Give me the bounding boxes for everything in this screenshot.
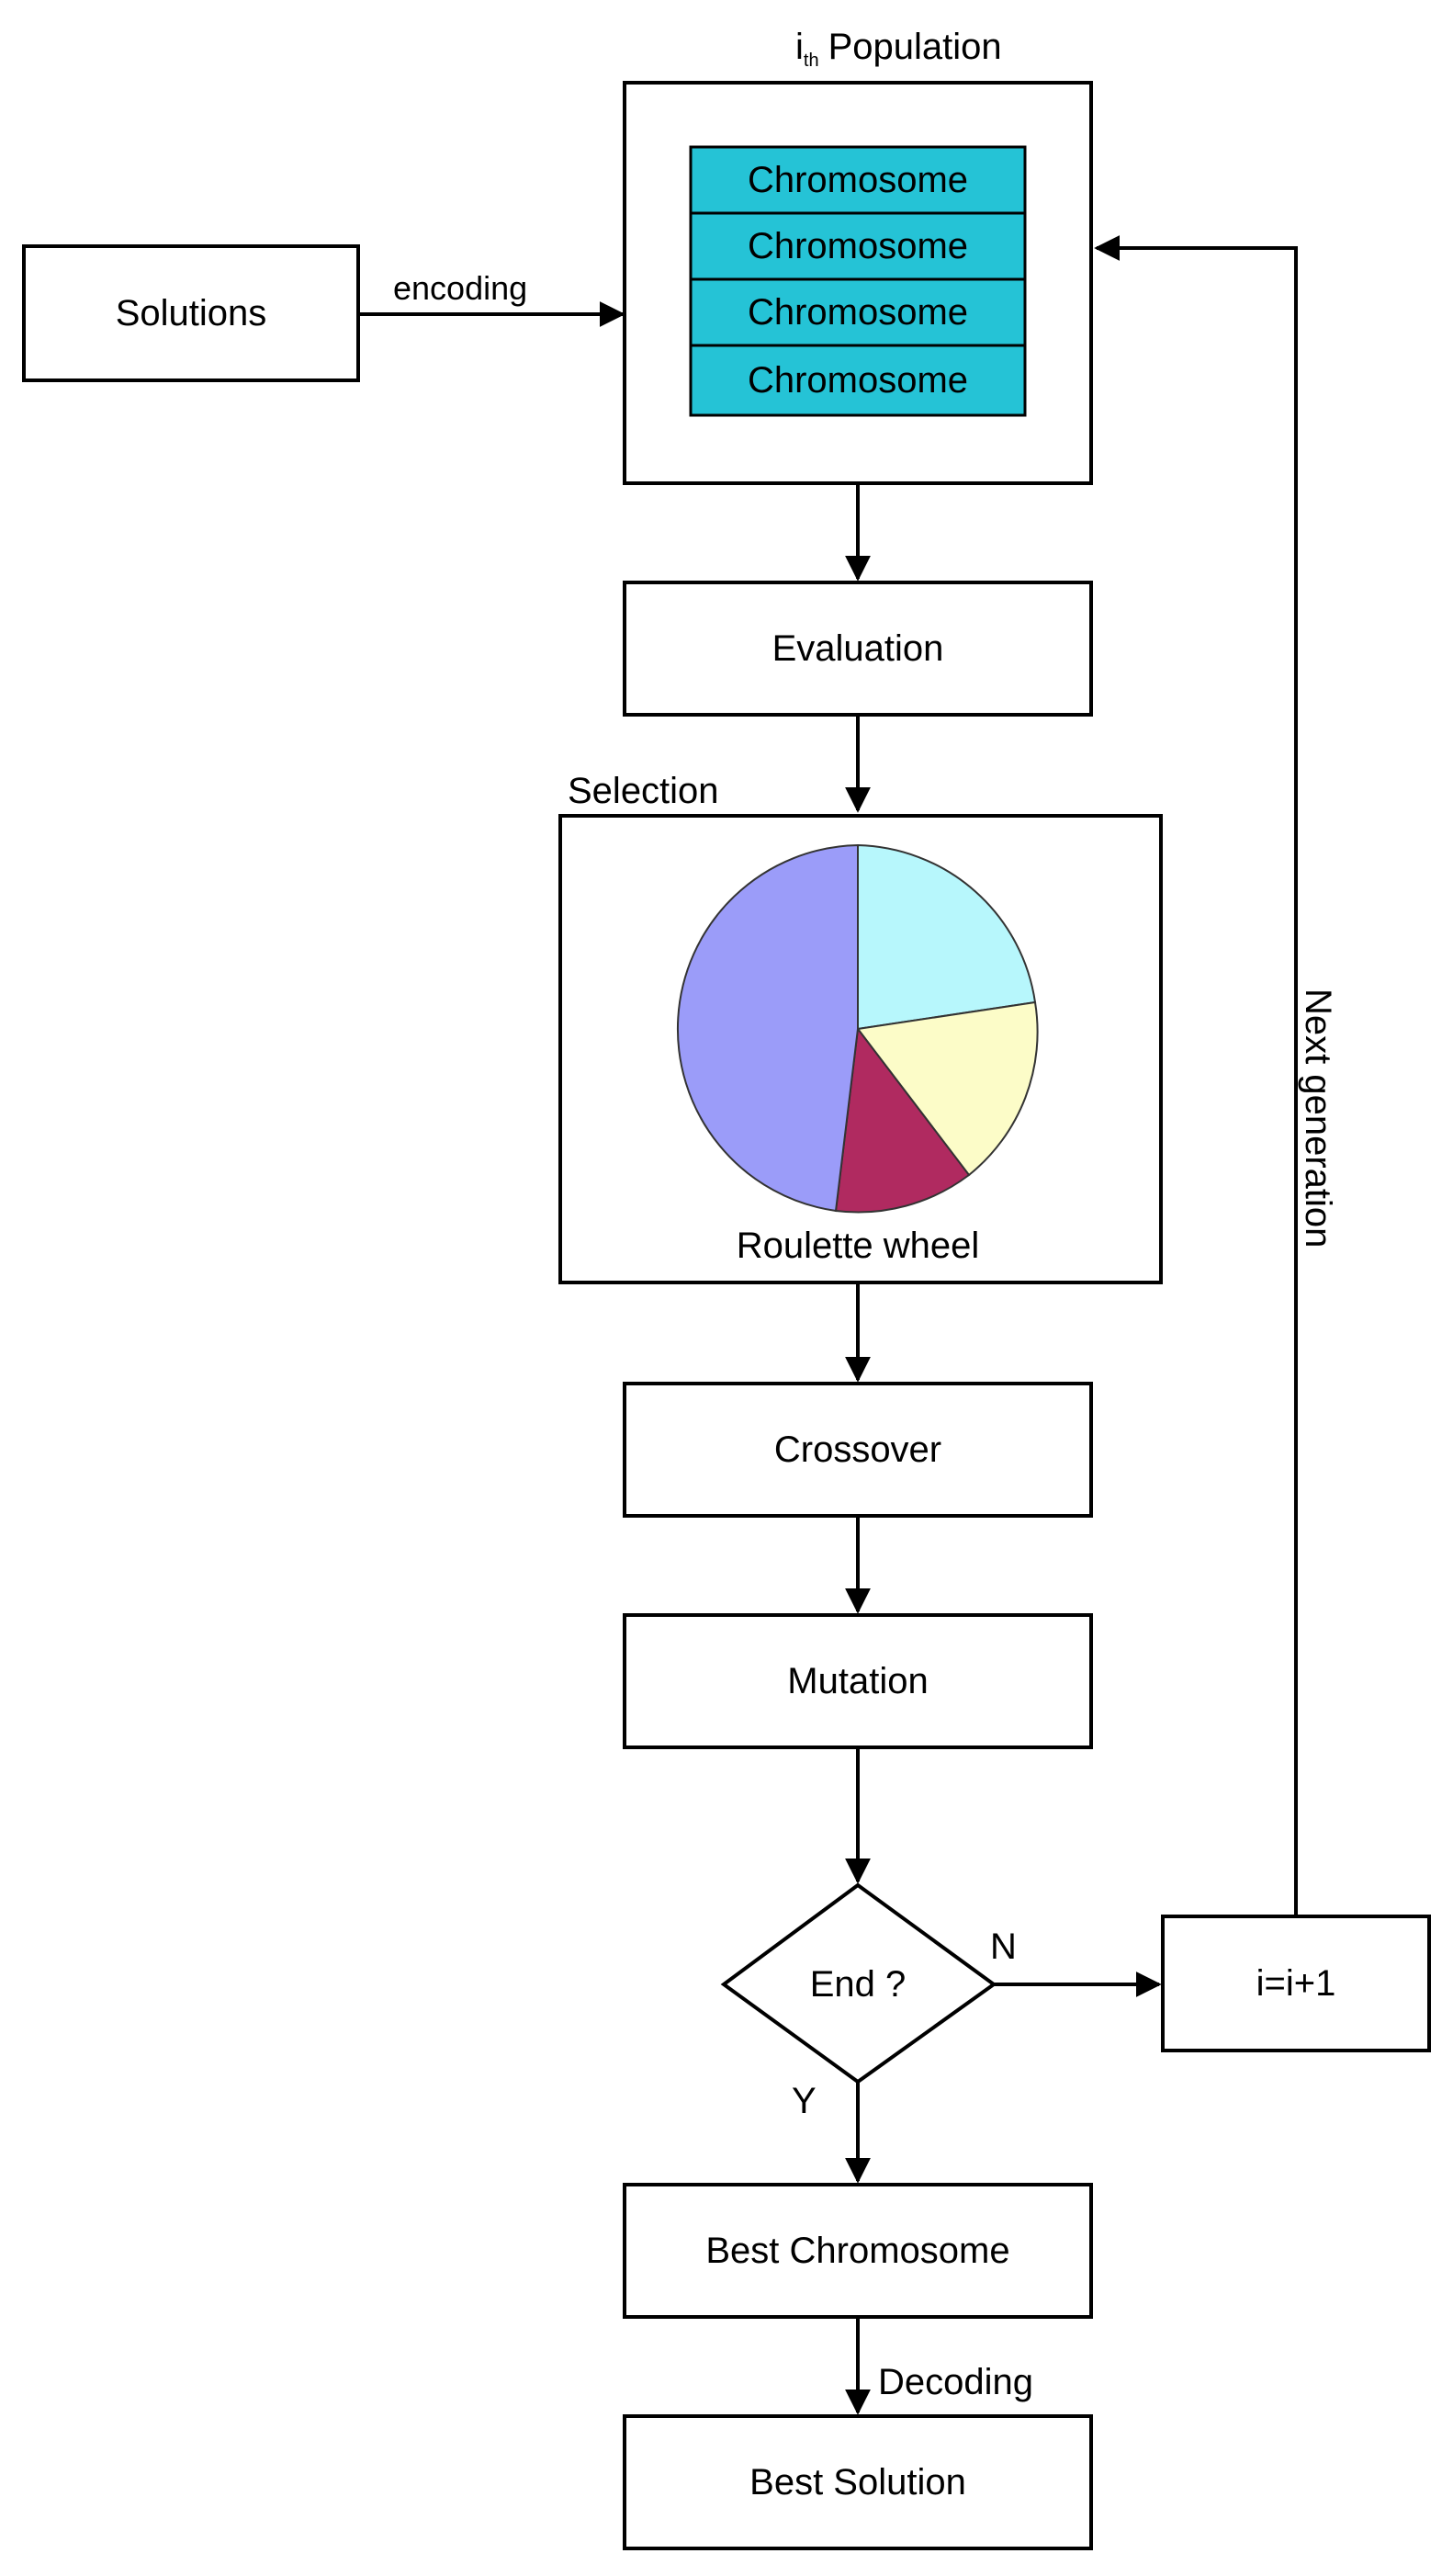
chromosome-bar: [689, 277, 1027, 347]
decoding-label: Decoding: [878, 2362, 1033, 2402]
chromosome-label: Chromosome: [748, 360, 968, 401]
solutions-box: [22, 244, 360, 382]
chromosome-label: Chromosome: [748, 226, 968, 266]
best-solution-label: Best Solution: [749, 2462, 966, 2503]
chromosome-label: Chromosome: [748, 160, 968, 200]
wheel-slice: [677, 843, 859, 1213]
chromosome-label: Chromosome: [748, 292, 968, 333]
solutions-label: Solutions: [116, 293, 267, 333]
decision-label: End ?: [810, 1964, 907, 2005]
chromosome-bar: [689, 344, 1027, 417]
chromosome-stack: Chromosome Chromosome Chromosome Chromos…: [689, 145, 1027, 417]
best-solution-box: [623, 2414, 1093, 2550]
chromosome-bar: [689, 145, 1027, 215]
best-chromosome-label: Best Chromosome: [705, 2231, 1009, 2271]
crossover-label: Crossover: [774, 1429, 941, 1470]
evaluation-box: [623, 581, 1093, 717]
selection-title: Selection: [568, 771, 719, 811]
yes-branch-label: Y: [792, 2081, 817, 2121]
mutation-label: Mutation: [787, 1661, 928, 1701]
encoding-label: encoding: [393, 269, 527, 307]
next-generation-label: Next generation: [1298, 989, 1338, 1248]
next-generation-loop-arrow: [1094, 235, 1298, 1916]
wheel-slice: [856, 1000, 1039, 1177]
mutation-box: [623, 1613, 1093, 1749]
crossover-box: [623, 1382, 1093, 1518]
wheel-slice: [834, 1026, 971, 1214]
evaluation-label: Evaluation: [772, 628, 944, 669]
roulette-caption: Roulette wheel: [737, 1226, 980, 1266]
wheel-slice: [857, 843, 1037, 1031]
increment-label: i=i+1: [1256, 1963, 1336, 2004]
increment-box: [1161, 1915, 1431, 2052]
roulette-wheel: [677, 843, 1039, 1214]
no-branch-label: N: [990, 1926, 1017, 1967]
